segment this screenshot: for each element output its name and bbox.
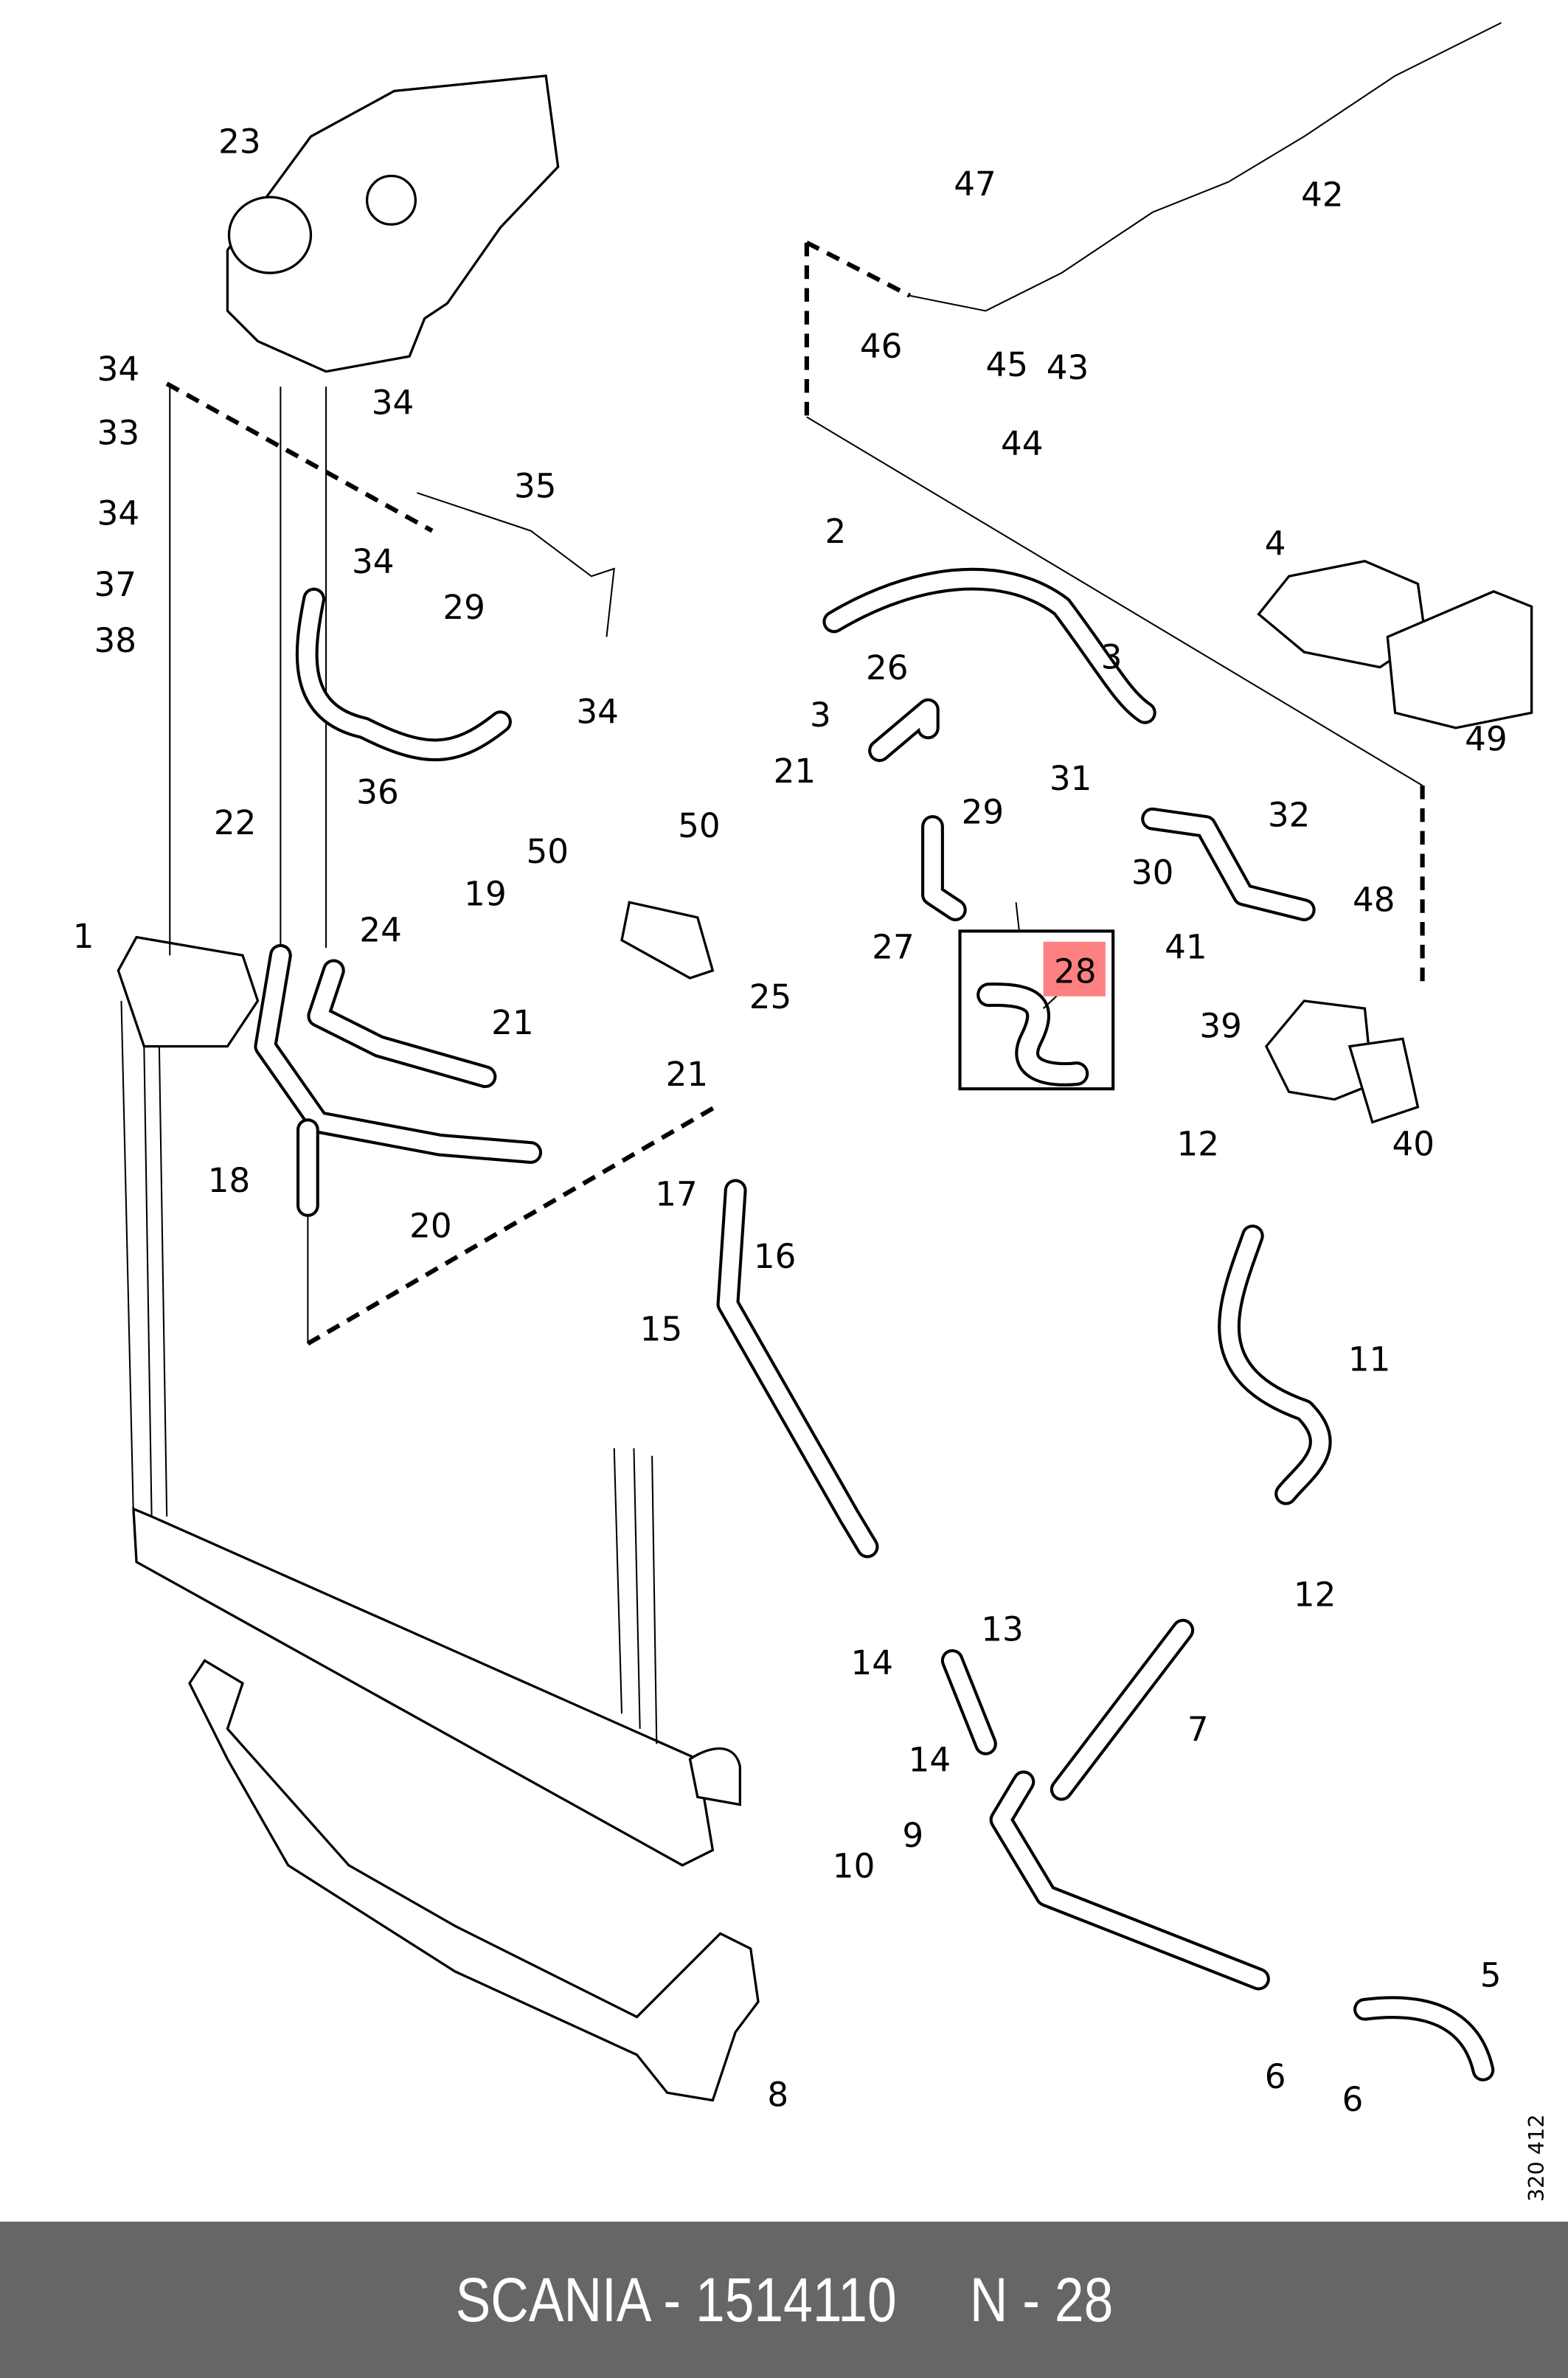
callout-15: 15 [640,1309,683,1348]
callout-34: 34 [97,493,140,533]
part-reference-text: SCANIA - 1514110 N - 28 [455,2264,1113,2334]
gasket-part-49 [1386,590,1533,729]
dashed-leader [306,1102,722,1346]
callout-34: 34 [97,350,140,389]
callout-14: 14 [909,1740,951,1779]
callout-21: 21 [774,752,816,791]
callout-47: 47 [954,164,996,204]
callout-22: 22 [214,803,257,842]
parts-diagram: 28 2334333437383435342934362215019245021… [73,21,1549,2202]
callout-25: 25 [749,977,792,1016]
drawing-number: 320 412 [1524,2114,1549,2202]
callout-20: 20 [409,1207,452,1246]
callout-23: 23 [218,122,261,162]
callout-17: 17 [655,1174,698,1213]
callout-46: 46 [860,327,903,366]
callout-12: 12 [1294,1575,1336,1614]
bracket-part-8 [188,1659,760,2102]
callout-14: 14 [850,1643,893,1682]
callout-19: 19 [464,874,507,913]
callout-5: 5 [1480,1955,1502,1994]
callout-28: 28 [1054,951,1097,991]
callout-37: 37 [94,565,136,604]
callout-42: 42 [1301,176,1344,215]
callout-31: 31 [1050,759,1092,798]
callout-34: 34 [352,542,395,581]
callout-21: 21 [666,1055,709,1094]
callout-6: 6 [1342,2080,1364,2119]
callout-50: 50 [678,806,721,845]
thermostat-housing [1257,559,1427,669]
callout-32: 32 [1268,796,1311,835]
callout-30: 30 [1131,853,1174,892]
callout-27: 27 [872,927,915,966]
callout-11: 11 [1348,1340,1391,1379]
callout-43: 43 [1047,348,1089,387]
gasket-part-40 [1347,1037,1420,1124]
highlighted-callout-box [1043,941,1106,996]
callout-3: 3 [810,696,831,735]
callout-38: 38 [94,621,136,660]
callout-44: 44 [1001,424,1044,463]
callout-16: 16 [754,1237,797,1276]
expansion-tank [226,74,560,373]
callout-24: 24 [359,911,402,950]
callout-40: 40 [1392,1125,1435,1164]
dashed-leader [165,381,434,533]
callout-labels: 2334333437383435342934362215019245021212… [73,122,1508,2119]
callout-18: 18 [208,1161,251,1200]
callout-13: 13 [981,1610,1024,1649]
callout-45: 45 [985,345,1028,384]
callout-34: 34 [576,693,619,732]
callout-6: 6 [1265,2057,1286,2096]
callout-39: 39 [1199,1006,1242,1045]
callout-26: 26 [866,648,909,687]
callout-8: 8 [767,2076,788,2115]
callout-34: 34 [372,383,414,422]
callout-35: 35 [514,466,557,505]
callout-33: 33 [97,413,140,452]
callout-7: 7 [1187,1710,1209,1749]
footer-bar: SCANIA - 1514110 N - 28 [0,2222,1568,2378]
callout-10: 10 [833,1846,875,1885]
callout-21: 21 [491,1003,534,1042]
hoses [254,21,1502,2081]
callout-12: 12 [1177,1125,1220,1164]
callout-48: 48 [1353,881,1395,920]
callout-2: 2 [825,512,847,551]
flange-part-25 [620,901,715,980]
callout-36: 36 [356,773,399,812]
dashed-leader [804,240,1425,983]
callout-29: 29 [443,588,485,627]
callout-41: 41 [1165,927,1207,966]
callout-49: 49 [1465,720,1508,759]
callout-1: 1 [73,917,94,956]
callout-29: 29 [962,792,1005,831]
callout-4: 4 [1265,524,1286,563]
callout-3: 3 [1101,638,1123,677]
callout-50: 50 [526,832,569,871]
part-28-inset: 28 [958,902,1115,1091]
callout-9: 9 [902,1816,923,1855]
radiator [117,935,742,1867]
